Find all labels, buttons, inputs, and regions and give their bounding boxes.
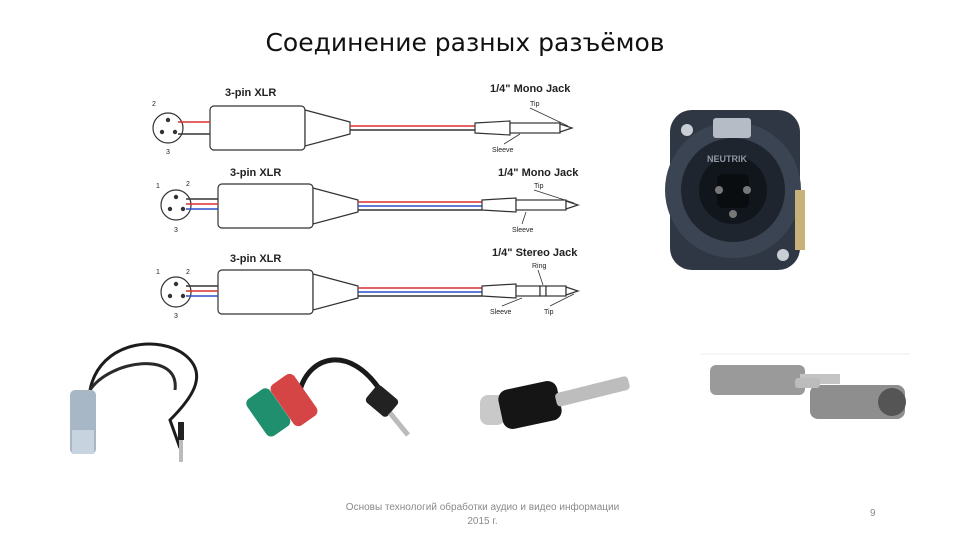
diagram-row-2: 3-pin XLR 1/4" Mono Jack 1 2 3 Tip Sleev… bbox=[156, 167, 580, 234]
xlr-label: 3-pin XLR bbox=[230, 167, 281, 179]
diagram-row-3: 3-pin XLR 1/4" Stereo Jack 1 2 3 Ring Sl… bbox=[156, 247, 580, 320]
xlr-label: 3-pin XLR bbox=[230, 253, 281, 265]
pin-number: 2 bbox=[152, 101, 156, 108]
jack-label: 1/4" Mono Jack bbox=[490, 83, 571, 95]
pin-number: 1 bbox=[156, 269, 160, 276]
jack-handle bbox=[481, 283, 517, 299]
rca-jack-adapter-photo bbox=[480, 376, 630, 429]
pin-number: 3 bbox=[174, 227, 178, 234]
xlr-body bbox=[217, 269, 314, 315]
tip-label: Tip bbox=[530, 101, 540, 108]
sleeve-label: Sleeve bbox=[512, 227, 534, 234]
jack-handle bbox=[474, 120, 511, 136]
jack-label: 1/4" Mono Jack bbox=[498, 167, 579, 179]
combo-connector-photo: NEUTRIK bbox=[665, 110, 805, 270]
tip-label: Tip bbox=[534, 183, 544, 190]
sleeve-label: Sleeve bbox=[492, 147, 514, 154]
pin-number: 3 bbox=[174, 313, 178, 320]
pin-number: 3 bbox=[166, 149, 170, 156]
ring-label: Ring bbox=[532, 263, 547, 270]
pin-number: 2 bbox=[186, 181, 190, 188]
footer-year: 2015 г. bbox=[467, 516, 498, 527]
xlr-label: 3-pin XLR bbox=[225, 87, 276, 99]
slide-footer: Основы технологий обработки аудио и виде… bbox=[300, 501, 665, 529]
xlr-body bbox=[209, 105, 306, 151]
splitter-adapter-photo bbox=[246, 357, 410, 437]
footer-course: Основы технологий обработки аудио и виде… bbox=[345, 502, 620, 513]
tip-label: Tip bbox=[544, 309, 554, 316]
jack-label: 1/4" Stereo Jack bbox=[492, 247, 578, 259]
xlr-pin-face bbox=[160, 276, 192, 308]
xlr-cable-photo bbox=[70, 342, 199, 462]
pin-number: 1 bbox=[156, 183, 160, 190]
xlr-jack-adapters-photo bbox=[700, 353, 910, 419]
page-number: 9 bbox=[870, 508, 876, 519]
slide-title: Соединение разных разъёмов bbox=[265, 28, 665, 57]
jack-handle bbox=[481, 197, 517, 213]
diagram-row-1: 3-pin XLR 1/4" Mono Jack 2 3 Tip Sleeve bbox=[152, 83, 574, 156]
xlr-pin-face bbox=[160, 189, 192, 221]
pin-number: 2 bbox=[186, 269, 190, 276]
xlr-body bbox=[217, 183, 314, 229]
xlr-pin-face bbox=[152, 112, 184, 144]
sleeve-label: Sleeve bbox=[490, 309, 512, 316]
wiring-diagram: 3-pin XLR 1/4" Mono Jack 2 3 Tip Sleeve … bbox=[152, 83, 580, 320]
brand-text: NEUTRIK bbox=[707, 154, 747, 164]
